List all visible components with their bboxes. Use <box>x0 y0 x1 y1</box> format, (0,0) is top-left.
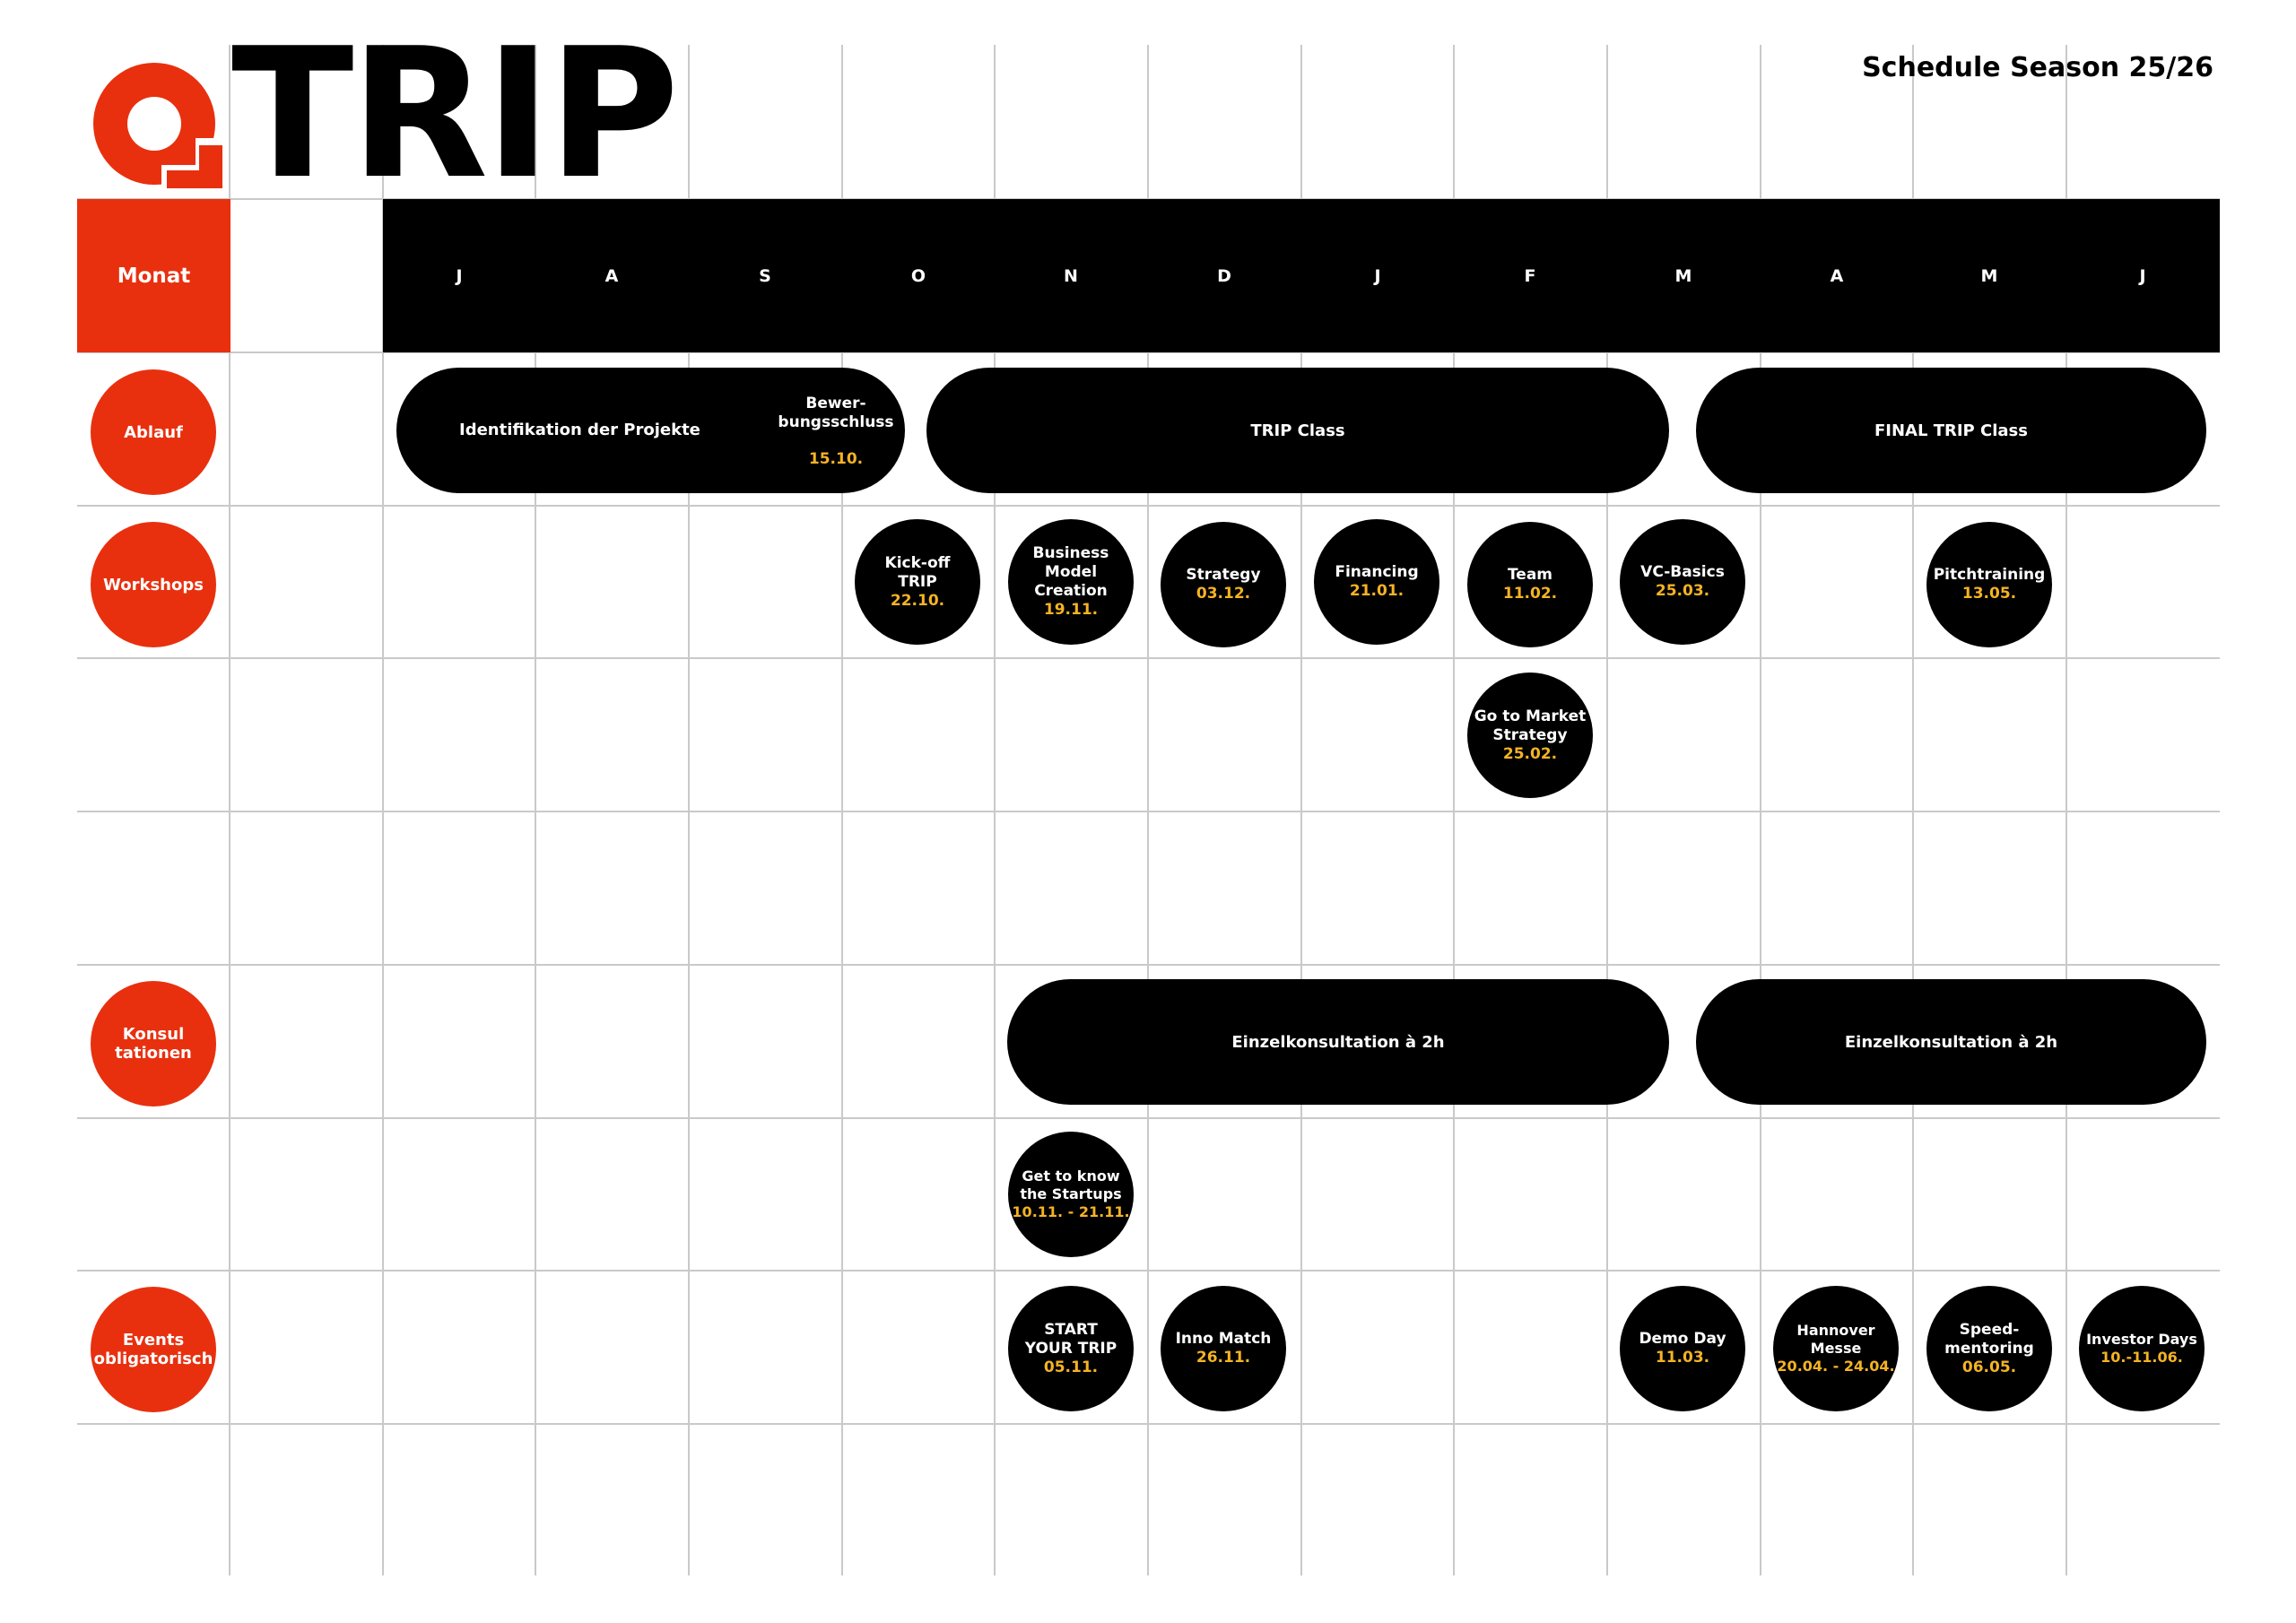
grid-line <box>77 352 2220 353</box>
event-demo-date: 11.03. <box>1655 1349 1710 1367</box>
workshop-bmc-date: 19.11. <box>1043 601 1099 619</box>
month-jul: J <box>456 265 463 286</box>
workshop-vc-title: VC-Basics <box>1640 563 1725 581</box>
trip-logo-icon <box>93 63 222 188</box>
month-sep: S <box>759 265 771 286</box>
konsultation-2-label: Einzelkonsultation à 2h <box>1844 1032 2058 1052</box>
event-investor-date: 10.-11.06. <box>2100 1349 2183 1366</box>
month-header-bar <box>383 199 2220 352</box>
workshop-pitch-title: Pitchtraining <box>1933 566 2046 584</box>
brand-wordmark: TRIP <box>231 10 679 219</box>
event-speed-date: 06.05. <box>1961 1358 2017 1376</box>
workshop-vc-basics: VC-Basics 25.03. <box>1620 519 1745 645</box>
workshop-financing-date: 21.01. <box>1349 582 1405 600</box>
workshop-kickoff: Kick-off TRIP 22.10. <box>855 519 980 645</box>
event-investor-title: Investor Days <box>2086 1331 2197 1348</box>
month-aug: A <box>604 265 619 286</box>
grid-line <box>77 657 2220 659</box>
ablauf-pill-trip-class: TRIP Class <box>926 368 1669 493</box>
get-to-know-date: 10.11. - 21.11. <box>1012 1203 1130 1220</box>
konsultation-pill-1: Einzelkonsultation à 2h <box>1007 979 1669 1105</box>
grid-line <box>1300 45 1302 1575</box>
workshop-strategy: Strategy 03.12. <box>1161 522 1286 647</box>
event-investor-days: Investor Days 10.-11.06. <box>2079 1286 2205 1411</box>
grid-line <box>77 505 2220 507</box>
grid-line <box>1147 45 1149 1575</box>
event-speedmentoring: Speed- mentoring 06.05. <box>1926 1286 2052 1411</box>
event-hannover-messe: Hannover Messe 20.04. - 24.04. <box>1773 1286 1899 1411</box>
workshop-team: Team 11.02. <box>1467 522 1593 647</box>
grid-line <box>1760 45 1761 1575</box>
month-may: M <box>1980 265 1998 286</box>
event-inno-match: Inno Match 26.11. <box>1161 1286 1286 1411</box>
trip-class-label: TRIP Class <box>1250 421 1345 440</box>
workshop-vc-date: 25.03. <box>1655 582 1710 600</box>
event-start-title: START YOUR TRIP <box>1024 1320 1118 1358</box>
month-mar: M <box>1674 265 1692 286</box>
bewerbungsschluss-label: Bewer- bungsschluss <box>778 395 894 431</box>
row-label-konsultationen: Konsul tationen <box>91 981 216 1107</box>
month-feb: F <box>1524 265 1536 286</box>
month-apr: A <box>1830 265 1844 286</box>
workshop-team-title: Team <box>1507 566 1553 584</box>
grid-line <box>535 45 536 1575</box>
workshop-financing: Financing 21.01. <box>1314 519 1439 645</box>
konsultation-1-label: Einzelkonsultation à 2h <box>1231 1032 1445 1052</box>
event-get-to-know: Get to know the Startups 10.11. - 21.11. <box>1008 1132 1134 1257</box>
event-inno-title: Inno Match <box>1175 1330 1272 1348</box>
grid-line <box>994 45 996 1575</box>
event-hannover-title: Hannover Messe <box>1796 1322 1875 1357</box>
grid-line <box>77 811 2220 812</box>
event-demo-title: Demo Day <box>1639 1330 1726 1348</box>
event-hannover-date: 20.04. - 24.04. <box>1777 1358 1895 1375</box>
workshop-strategy-title: Strategy <box>1186 566 1261 584</box>
month-header-label: Monat <box>77 199 230 352</box>
workshop-go-to-market: Go to Market Strategy 25.02. <box>1467 673 1593 798</box>
grid-line <box>1912 45 1914 1575</box>
grid-line <box>229 45 230 1575</box>
event-start-date: 05.11. <box>1043 1358 1099 1376</box>
month-nov: N <box>1064 265 1078 286</box>
event-demo-day: Demo Day 11.03. <box>1620 1286 1745 1411</box>
grid-line <box>77 964 2220 966</box>
grid-line <box>841 45 843 1575</box>
grid-line <box>1453 45 1455 1575</box>
workshop-team-date: 11.02. <box>1502 585 1558 603</box>
ablauf-pill-final-trip-class: FINAL TRIP Class <box>1696 368 2206 493</box>
ablauf-pill-identifikation: Identifikation der Projekte Bewer- bungs… <box>396 368 905 493</box>
month-jan: J <box>1374 265 1381 286</box>
workshop-financing-title: Financing <box>1335 563 1419 581</box>
final-trip-class-label: FINAL TRIP Class <box>1874 421 2028 440</box>
grid-line <box>382 45 384 1575</box>
row-label-events: Events obligatorisch <box>91 1287 216 1412</box>
month-oct: O <box>910 265 926 286</box>
bewerbungsschluss-date: 15.10. <box>808 450 864 468</box>
event-speed-title: Speed- mentoring <box>1944 1320 2034 1358</box>
workshop-strategy-date: 03.12. <box>1196 585 1251 603</box>
month-dec: D <box>1217 265 1231 286</box>
grid-line <box>77 1423 2220 1425</box>
grid-line <box>77 1117 2220 1119</box>
workshop-kickoff-title: Kick-off TRIP <box>884 553 951 591</box>
workshop-pitchtraining: Pitchtraining 13.05. <box>1926 522 2052 647</box>
workshop-bmc-title: Business Model Creation <box>1032 544 1109 600</box>
workshop-kickoff-date: 22.10. <box>890 591 945 610</box>
workshop-pitch-date: 13.05. <box>1961 585 2017 603</box>
identifikation-label: Identifikation der Projekte <box>459 421 700 439</box>
grid-line <box>2066 45 2067 1575</box>
month-jun: J <box>2139 265 2146 286</box>
event-inno-date: 26.11. <box>1196 1349 1251 1367</box>
konsultation-pill-2: Einzelkonsultation à 2h <box>1696 979 2206 1105</box>
workshop-gtm-date: 25.02. <box>1502 744 1558 763</box>
grid-line <box>688 45 690 1575</box>
row-label-workshops: Workshops <box>91 522 216 647</box>
grid-line <box>1606 45 1608 1575</box>
get-to-know-title: Get to know the Startups <box>1020 1167 1122 1202</box>
workshop-business-model-creation: Business Model Creation 19.11. <box>1008 519 1134 645</box>
row-label-ablauf: Ablauf <box>91 369 216 495</box>
workshop-gtm-title: Go to Market Strategy <box>1474 707 1587 744</box>
event-start-your-trip: START YOUR TRIP 05.11. <box>1008 1286 1134 1411</box>
season-title: Schedule Season 25/26 <box>1862 52 2213 83</box>
grid-line <box>77 1270 2220 1271</box>
